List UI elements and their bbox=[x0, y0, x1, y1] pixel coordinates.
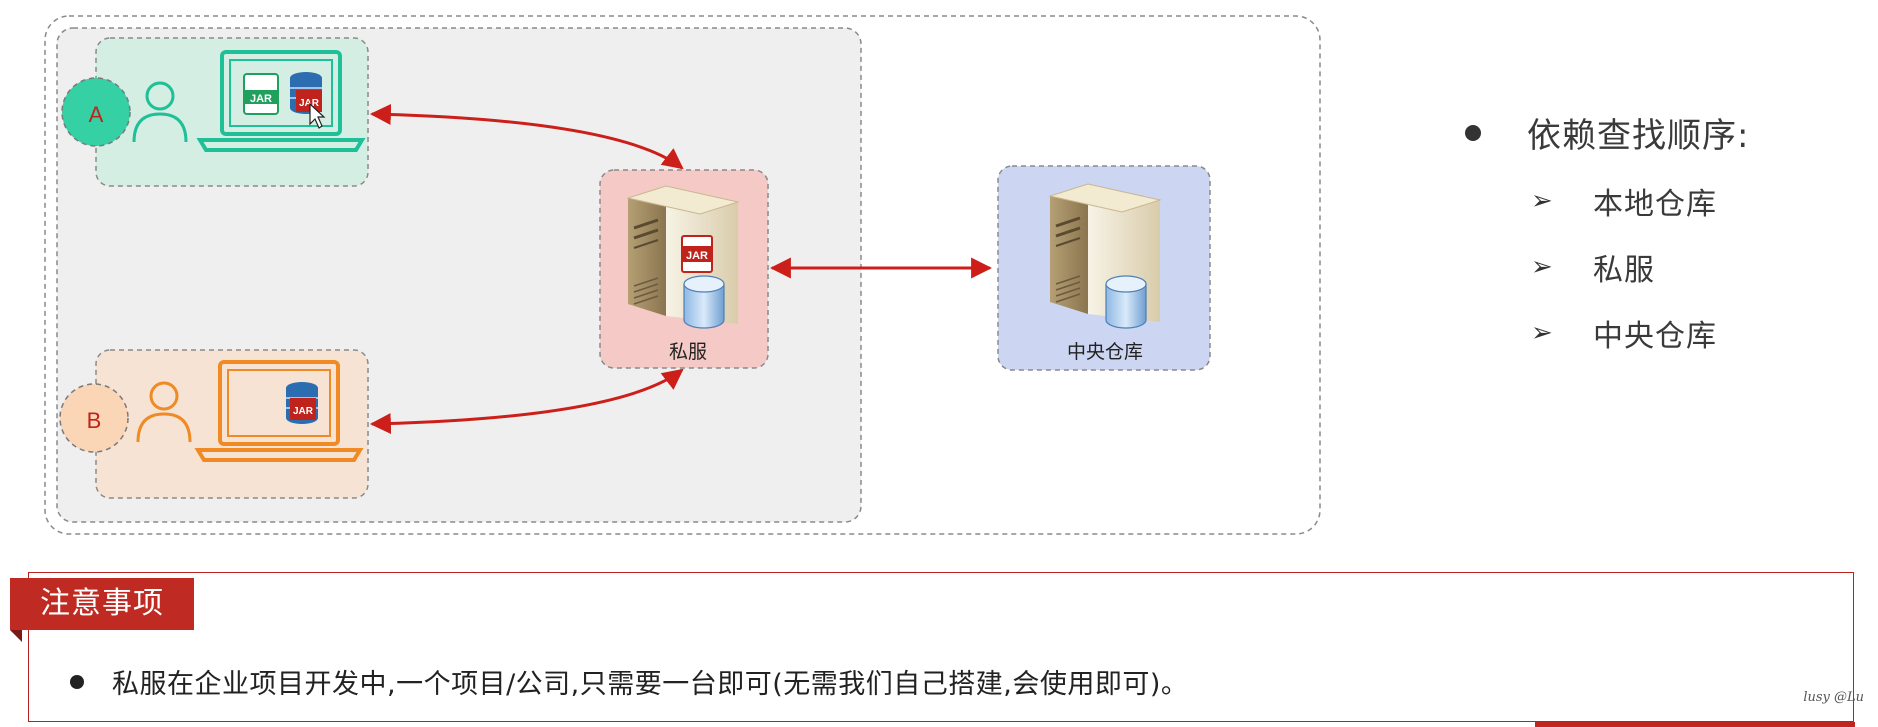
lookup-order-list: 依赖查找顺序: ➢ 本地仓库 ➢ 私服 ➢ 中央仓库 bbox=[1465, 108, 1749, 355]
cursor-icon bbox=[309, 102, 326, 129]
bullet-dot-icon bbox=[1465, 124, 1481, 141]
user-b-laptop-icon bbox=[194, 360, 364, 462]
lookup-order-item: ➢ 本地仓库 bbox=[1531, 179, 1749, 223]
user-a-label: A bbox=[89, 102, 104, 127]
slide-footer-bar bbox=[1535, 722, 1855, 727]
user-a-jar-icon: JAR bbox=[243, 73, 279, 115]
private-server-label: 私服 bbox=[669, 341, 707, 363]
svg-text:JAR: JAR bbox=[250, 93, 272, 105]
user-b-repo-jar-icon: JAR bbox=[290, 398, 316, 420]
user-b-badge bbox=[59, 383, 129, 453]
note-box bbox=[28, 572, 1854, 722]
lookup-order-item-label: 中央仓库 bbox=[1593, 319, 1717, 354]
arrow-b-to-private-server bbox=[369, 368, 684, 435]
lookup-order-item-label: 本地仓库 bbox=[1593, 187, 1717, 222]
user-b-box bbox=[95, 349, 369, 499]
user-a-repo-jar-icon: JAR bbox=[296, 90, 322, 112]
lookup-order-item-label: 私服 bbox=[1593, 253, 1655, 288]
user-a-badge bbox=[61, 77, 131, 147]
private-server-db-icon bbox=[683, 275, 725, 329]
lookup-order-item: ➢ 中央仓库 bbox=[1531, 311, 1749, 355]
lookup-order-heading: 依赖查找顺序: bbox=[1527, 116, 1750, 156]
svg-text:JAR: JAR bbox=[686, 250, 708, 262]
central-repo-label: 中央仓库 bbox=[1067, 341, 1143, 363]
arrow-a-to-private-server bbox=[369, 103, 684, 170]
note-line: 私服在企业项目开发中,一个项目/公司,只需要一台即可(无需我们自己搭建,会使用即… bbox=[70, 662, 1188, 701]
watermark: lusy @Lu bbox=[1803, 690, 1864, 705]
private-server-jar-icon: JAR bbox=[681, 235, 713, 273]
user-a-laptop-icon bbox=[196, 50, 366, 152]
note-title-fold bbox=[10, 630, 22, 642]
note-text: 私服在企业项目开发中,一个项目/公司,只需要一台即可(无需我们自己搭建,会使用即… bbox=[112, 669, 1189, 700]
arrowhead-bullet-icon: ➢ bbox=[1531, 186, 1553, 216]
lookup-order-item: ➢ 私服 bbox=[1531, 245, 1749, 289]
svg-text:JAR: JAR bbox=[299, 98, 320, 109]
arrowhead-bullet-icon: ➢ bbox=[1531, 318, 1553, 348]
central-repo-db-icon bbox=[1105, 275, 1147, 329]
note-title: 注意事项 bbox=[10, 578, 194, 630]
arrowhead-bullet-icon: ➢ bbox=[1531, 252, 1553, 282]
user-b-label: B bbox=[87, 408, 102, 433]
repository-diagram: A JAR JAR B JAR JAR 私服 中央仓库 bbox=[44, 15, 1321, 535]
svg-text:JAR: JAR bbox=[293, 406, 314, 417]
lookup-order-heading-row: 依赖查找顺序: bbox=[1465, 108, 1749, 157]
bullet-dot-icon bbox=[70, 674, 84, 689]
